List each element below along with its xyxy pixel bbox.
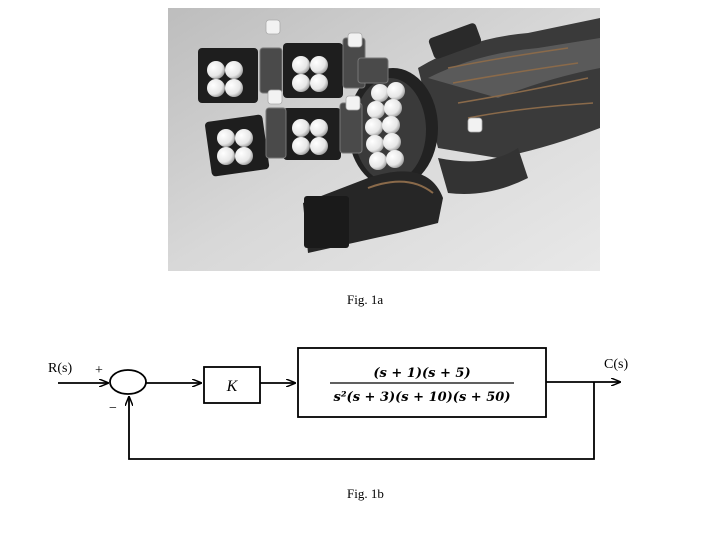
- summing-junction: [109, 369, 147, 395]
- control-block-diagram: R(s) + − K (s + 1)(s + 5) s²(s + 3)(s + …: [48, 347, 628, 460]
- output-label: C(s): [604, 357, 628, 372]
- gain-block: [203, 366, 261, 404]
- plant-denominator: s²(s + 3)(s + 10)(s + 50): [334, 390, 511, 405]
- sum-minus-sign: −: [109, 401, 117, 416]
- feedback-path: [129, 382, 595, 460]
- sum-plus-sign: +: [95, 363, 103, 378]
- figure-1b-caption: Fig. 1b: [347, 486, 384, 501]
- figure-1a-caption: Fig. 1a: [347, 292, 384, 307]
- plant-numerator: (s + 1)(s + 5): [373, 366, 470, 381]
- input-label: R(s): [48, 361, 72, 376]
- gain-label: K: [226, 378, 239, 395]
- robot-hand-photo: [168, 8, 600, 271]
